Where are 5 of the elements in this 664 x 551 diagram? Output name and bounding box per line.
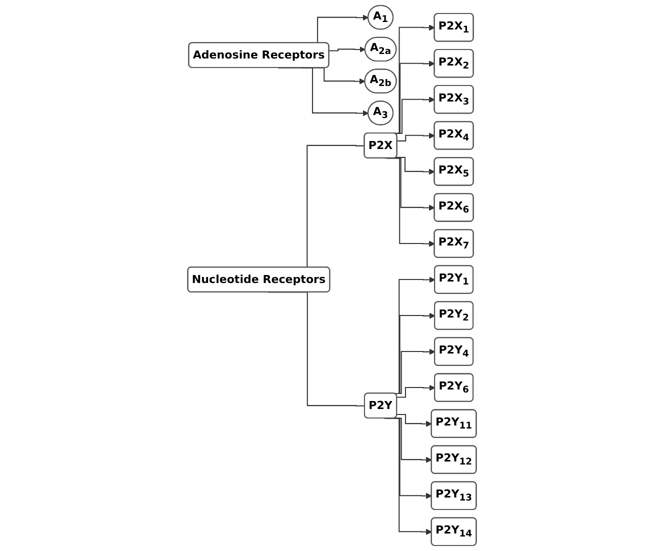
arrow: [396, 414, 432, 427]
arrow: [329, 46, 366, 53]
arrow: [396, 384, 436, 398]
arrow: [397, 132, 435, 142]
arrow: [396, 156, 435, 175]
